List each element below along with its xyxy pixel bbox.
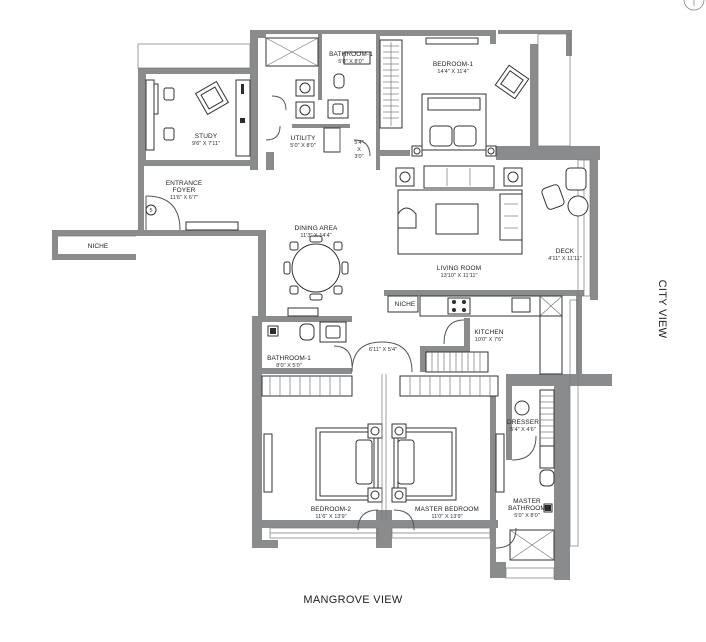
- passage-bottom-size: 6'11" X 5'4": [369, 347, 397, 353]
- deck-size: 4'11" X 11'11": [548, 256, 581, 262]
- deck-name: DECK: [556, 248, 575, 255]
- city-view-label: CITY VIEW: [656, 280, 668, 339]
- master-bathroom-name: MASTER: [513, 498, 541, 505]
- entrance-name-2: FOYER: [173, 187, 196, 194]
- entrance-name: ENTRANCE: [166, 180, 203, 187]
- master-bathroom-name-2: BATHROOM: [508, 505, 546, 512]
- niche-left-name: NICHE: [88, 243, 109, 250]
- master-bathroom-size: 5'0" X 8'0": [514, 513, 539, 519]
- bedroom2-size: 11'6" X 13'9": [315, 514, 346, 520]
- passage-top-width: 5'4": [354, 140, 363, 146]
- master-bedroom-size: 11'0" X 13'9": [431, 514, 462, 520]
- utility-size: 5'0" X 8'0": [290, 143, 315, 149]
- windows: [58, 33, 591, 579]
- bathroom1-top-name: BATHROOM-1: [329, 51, 373, 58]
- walls: [52, 30, 612, 580]
- living-room-size: 13'10" X 11'11": [440, 273, 477, 279]
- kitchen-size: 10'0" X 7'6": [475, 337, 504, 343]
- bedroom1-size: 14'4" X 11'4": [437, 69, 468, 75]
- bedroom1-name: BEDROOM-1: [433, 61, 474, 68]
- passage-top-x: X: [357, 147, 361, 153]
- room-labels: BATHROOM-1 5'0" X 8'0" BEDROOM-1 14'4" X…: [88, 51, 582, 520]
- utility-name: UTILITY: [291, 135, 316, 142]
- furniture: [145, 37, 589, 561]
- bedroom2-name: BEDROOM-2: [311, 506, 352, 513]
- dresser-name: DRESSER: [507, 419, 539, 426]
- bathroom1-bottom-name: BATHROOM-1: [267, 355, 311, 362]
- study-size: 9'6" X 7'11": [192, 141, 220, 147]
- door-marker-number: 5: [149, 208, 152, 214]
- kitchen-name: KITCHEN: [474, 329, 503, 336]
- dining-size: 11'3" X 14'4": [300, 233, 331, 239]
- bathroom1-top-size: 5'0" X 8'0": [338, 59, 363, 65]
- north-arrow-icon: [683, 0, 705, 11]
- door-marker-icon: [145, 204, 157, 216]
- passage-top-height: 3'0": [354, 154, 363, 160]
- mangrove-view-label: MANGROVE VIEW: [303, 594, 403, 606]
- dining-name: DINING AREA: [295, 225, 339, 232]
- bathroom1-bottom-size: 8'0" X 5'0": [276, 363, 301, 369]
- niche-kitchen-name: NICHE: [395, 301, 416, 308]
- entrance-size: 11'6" X 6'7": [170, 195, 198, 201]
- dresser-size: 5'4" X 4'6": [510, 427, 535, 433]
- doors: [145, 95, 537, 549]
- living-room-name: LIVING ROOM: [437, 265, 481, 272]
- master-bedroom-name: MASTER BEDROOM: [415, 506, 479, 513]
- study-name: STUDY: [195, 133, 218, 140]
